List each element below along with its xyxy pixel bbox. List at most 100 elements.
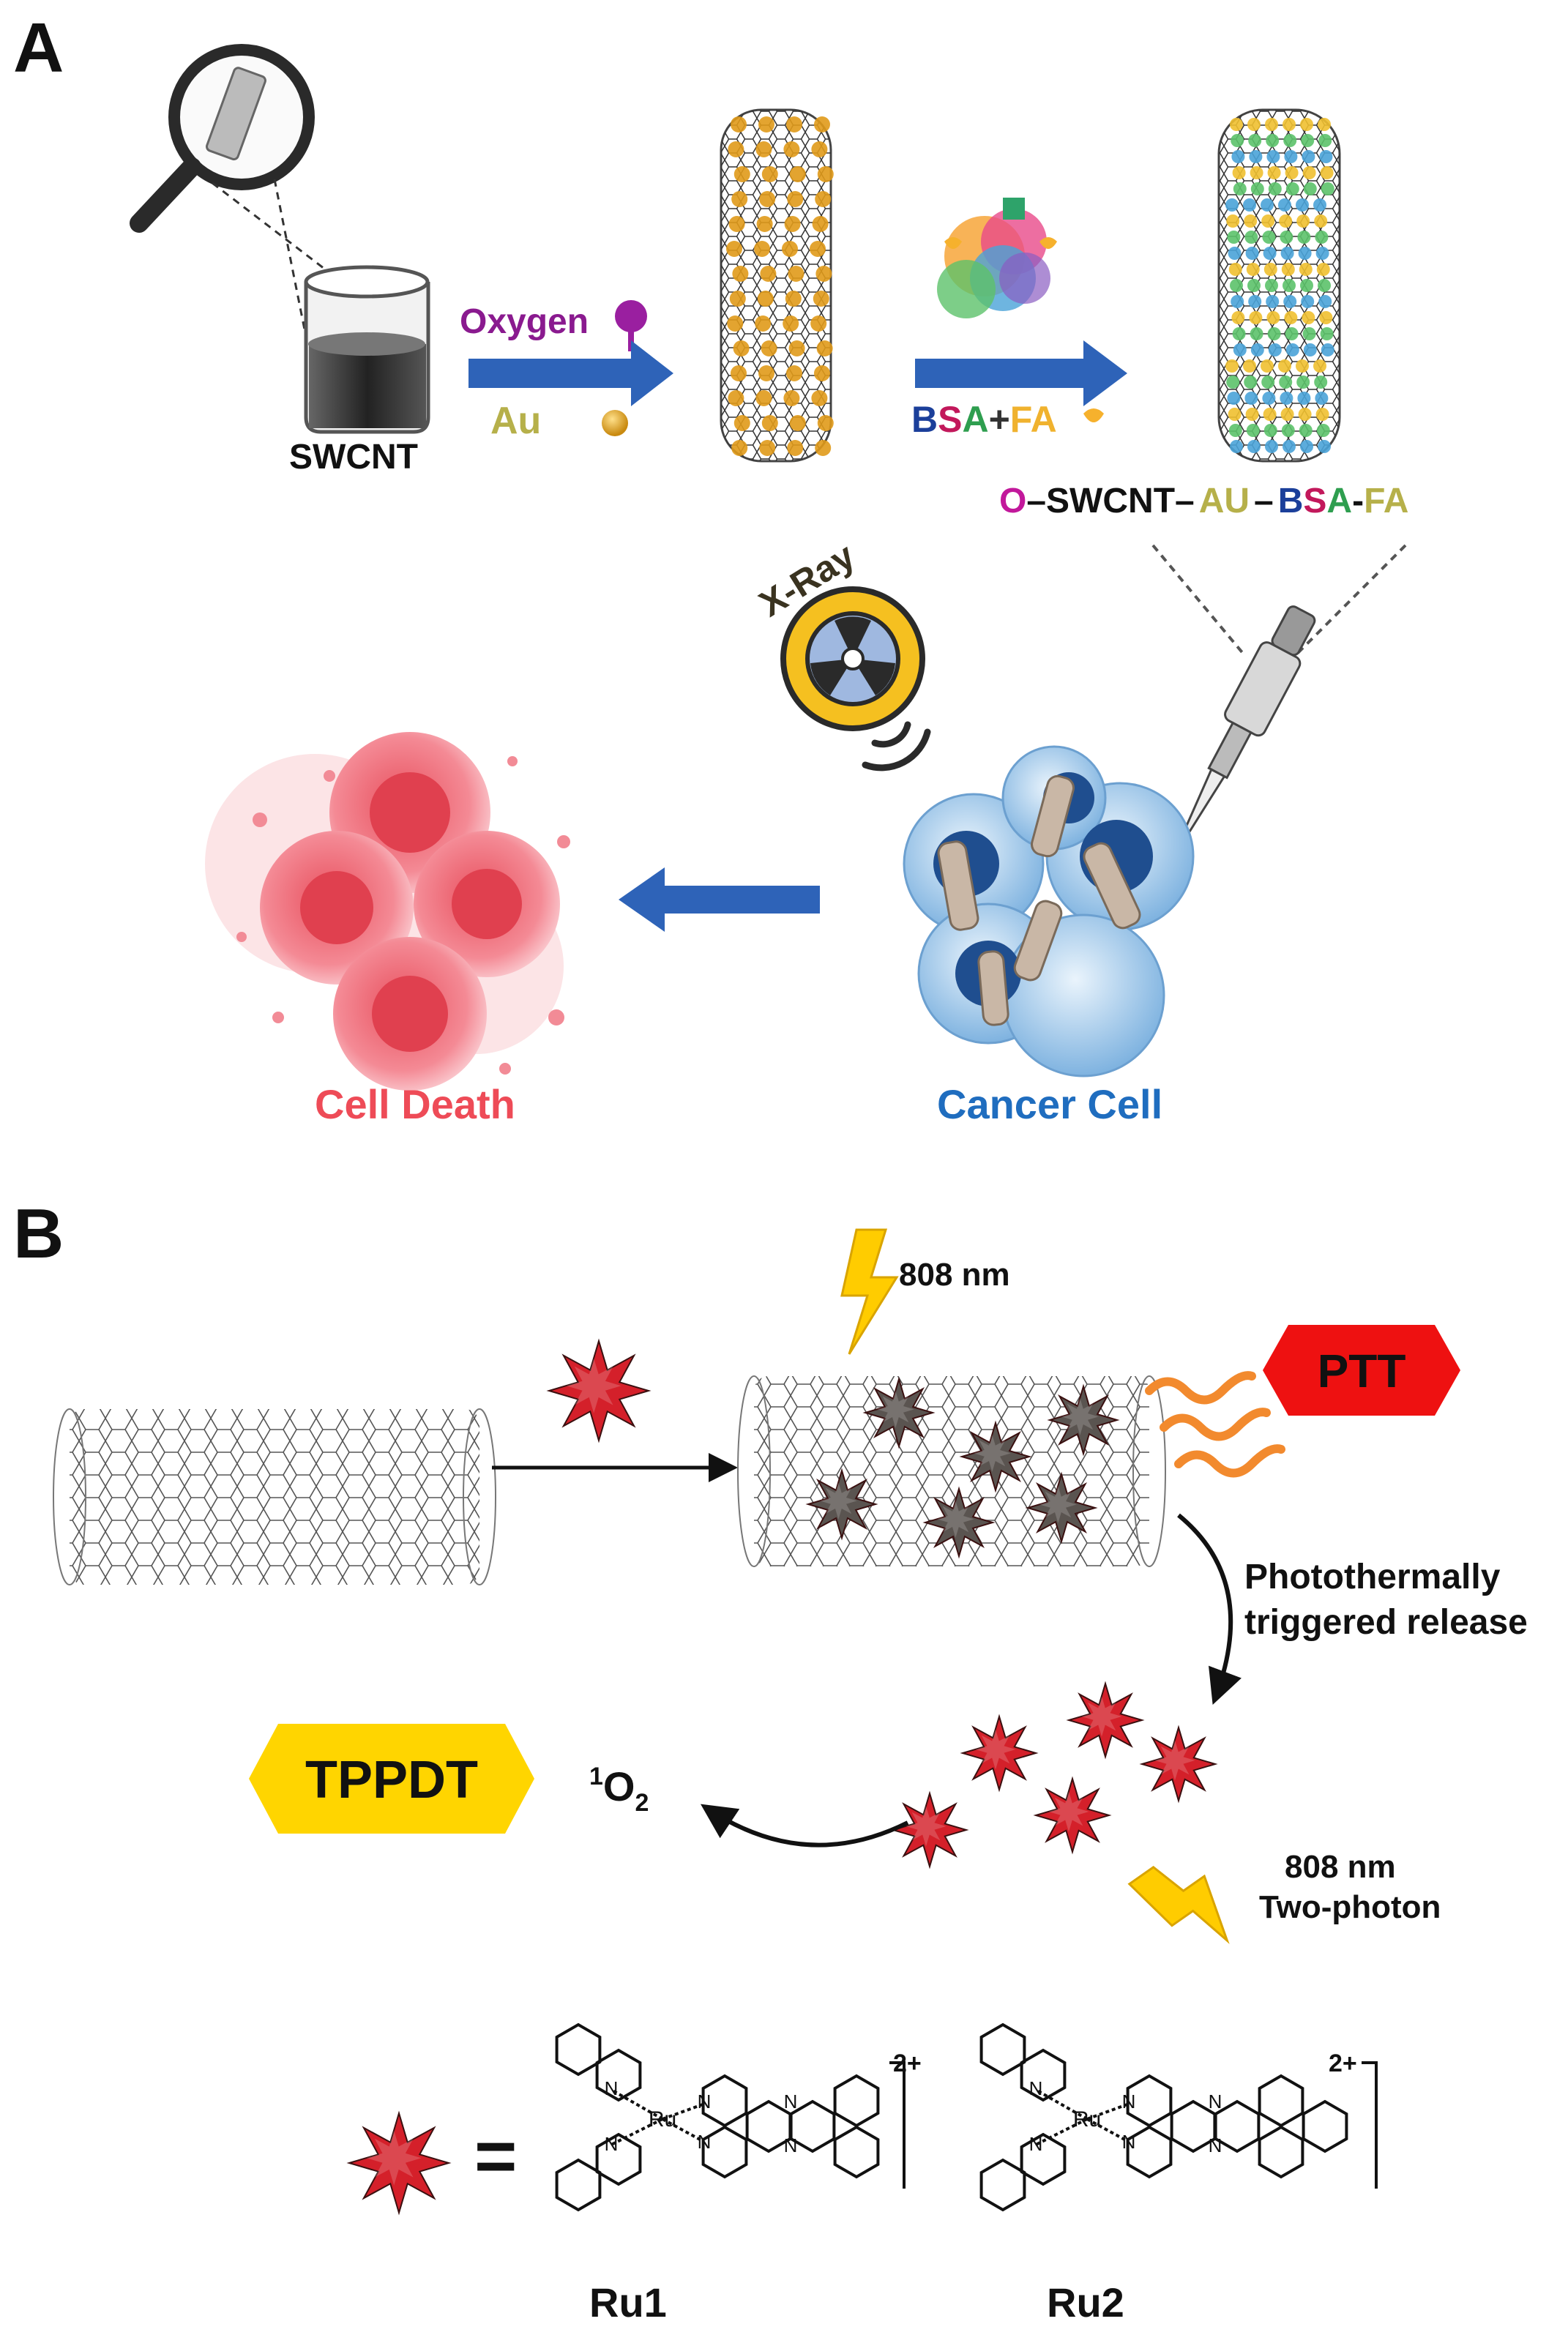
tube-bead xyxy=(726,241,742,257)
tube-bead xyxy=(811,141,828,157)
tppdt-badge: TPPDT xyxy=(249,1724,534,1834)
tube-bead xyxy=(1284,150,1298,163)
charge-bracket xyxy=(1362,2061,1378,2189)
tube-bead xyxy=(1316,263,1330,276)
arrow-a1 xyxy=(468,340,673,406)
tube-bead xyxy=(1265,118,1278,131)
tube-bead xyxy=(815,266,832,282)
tube-bead xyxy=(1243,359,1256,373)
tube-bead xyxy=(1268,182,1282,195)
tube-bead xyxy=(1279,214,1293,228)
tube-bead xyxy=(731,365,747,381)
ru1-charge: 2+ xyxy=(893,2050,922,2077)
tube-bead xyxy=(1302,150,1315,163)
tube-bead xyxy=(1233,182,1247,195)
ring xyxy=(833,2074,880,2128)
tube-bead xyxy=(1318,440,1331,453)
released-star-2 xyxy=(1139,1725,1218,1804)
tube-bead xyxy=(1300,279,1313,292)
tube-bead xyxy=(1300,118,1313,131)
tube-bead xyxy=(1261,359,1274,373)
tube-bead xyxy=(1247,440,1261,453)
decorated-nanotube-1 xyxy=(720,108,834,463)
tube-bead xyxy=(1316,424,1330,437)
tube-bead xyxy=(1320,327,1334,340)
tube-bead xyxy=(1283,279,1296,292)
tube-bead xyxy=(1314,214,1328,228)
tube-bead xyxy=(1314,376,1328,389)
tube-bead xyxy=(1281,424,1295,437)
tube-bead xyxy=(810,315,827,332)
tube-bead xyxy=(1247,118,1261,131)
dead-cell-cluster xyxy=(205,732,570,1091)
arrow-a2 xyxy=(915,340,1127,406)
tube-bead xyxy=(1243,198,1256,212)
ru1-label: Ru1 xyxy=(589,2279,667,2325)
singlet-sup: 1 xyxy=(589,1763,603,1790)
star-top xyxy=(546,1338,652,1443)
tube-bead xyxy=(755,315,772,332)
tube-bead xyxy=(1244,214,1258,228)
tube-bead xyxy=(1266,134,1280,147)
tube-bead xyxy=(783,315,799,332)
bond xyxy=(1086,2103,1128,2121)
atom-label: N xyxy=(1029,2077,1043,2099)
ring xyxy=(979,2022,1026,2077)
ptt-label: PTT xyxy=(1318,1345,1406,1397)
tube-bead xyxy=(1315,231,1329,244)
tube-bead xyxy=(759,440,776,456)
tube-bead xyxy=(1283,295,1297,308)
tube-bead xyxy=(758,365,774,381)
tube-bead xyxy=(1283,440,1296,453)
tube-bead xyxy=(1250,327,1263,340)
ptt-badge: PTT xyxy=(1263,1325,1460,1416)
bond xyxy=(1035,2118,1088,2146)
tube-bead xyxy=(787,191,804,207)
atom-label: N xyxy=(784,2134,798,2156)
ring xyxy=(1258,2074,1304,2128)
tube-bead xyxy=(1283,118,1296,131)
tube-bead xyxy=(1300,440,1313,453)
tube-bead xyxy=(759,191,776,207)
tube-bead xyxy=(731,191,748,207)
tube-bead xyxy=(731,440,748,456)
tube-bead xyxy=(1246,424,1260,437)
tube-bead xyxy=(813,291,829,307)
empty-nanotube xyxy=(53,1408,496,1585)
tube-bead xyxy=(1318,134,1332,147)
tube-bead xyxy=(1285,327,1299,340)
tube-bead xyxy=(1247,279,1261,292)
oxygen-label: Oxygen xyxy=(460,302,589,341)
dark-star-0 xyxy=(862,1376,936,1449)
cell-death-label: Cell Death xyxy=(315,1081,515,1127)
tube-bead xyxy=(1265,279,1278,292)
ru2-label: Ru2 xyxy=(1047,2279,1124,2325)
tube-bead xyxy=(1296,214,1310,228)
panel-a-letter: A xyxy=(13,9,64,87)
singlet-oxygen-label: 1O2 xyxy=(589,1763,649,1817)
tube-bead xyxy=(1283,134,1297,147)
bond xyxy=(662,2103,703,2121)
tube-bead xyxy=(1298,247,1312,260)
bsa-fa: FA xyxy=(1010,399,1057,440)
product-label: O–SWCNT–AU–BSA-FA xyxy=(999,482,1408,520)
tube-bead xyxy=(816,340,833,356)
laser-bottom-line2: Two-photon xyxy=(1259,1889,1441,1925)
tube-bead xyxy=(788,266,804,282)
atom-label: Ru xyxy=(1073,2107,1101,2132)
tube-bead xyxy=(1278,359,1291,373)
tube-bead xyxy=(1280,408,1294,421)
legend-star-icon xyxy=(346,2110,452,2216)
bsa-a: A xyxy=(962,399,988,440)
tube-bead xyxy=(758,116,774,132)
tube-bead xyxy=(1231,295,1244,308)
tube-bead xyxy=(785,291,802,307)
legend-star xyxy=(346,2110,452,2216)
tube-bead xyxy=(1228,247,1242,260)
tube-bead xyxy=(1231,150,1245,163)
laser-bolt-icon-bottom xyxy=(1127,1865,1230,1945)
tube-bead xyxy=(1284,311,1298,324)
tube-bead xyxy=(1244,392,1258,405)
bsa-plus: + xyxy=(989,399,1010,440)
atom-label: N xyxy=(605,2077,619,2099)
